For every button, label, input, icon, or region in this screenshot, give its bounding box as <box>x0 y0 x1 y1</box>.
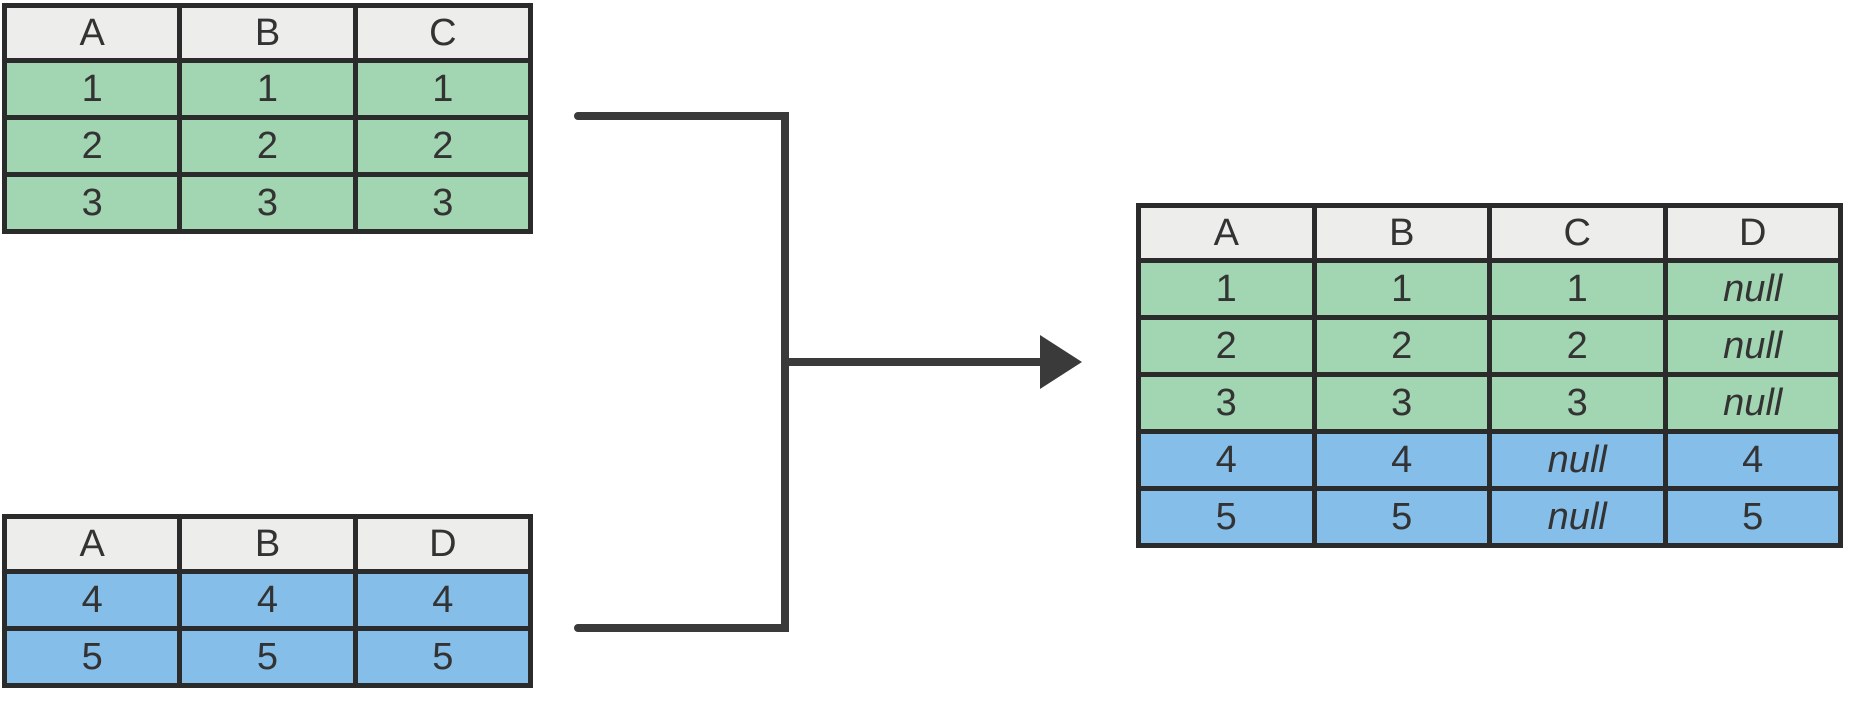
cell: 4 <box>1662 429 1843 491</box>
cell: 1 <box>1136 258 1317 320</box>
column-header: C <box>352 3 534 63</box>
column-header: A <box>1136 203 1317 263</box>
column-header: B <box>177 514 358 574</box>
cell: 1 <box>1 58 183 120</box>
cell: 4 <box>177 569 358 631</box>
cell: 3 <box>1136 372 1317 434</box>
cell: 2 <box>1487 315 1668 377</box>
cell: 5 <box>1662 486 1843 548</box>
cell: 2 <box>1311 315 1492 377</box>
cell: 4 <box>1 569 183 631</box>
cell: 3 <box>1487 372 1668 434</box>
cell: 3 <box>1311 372 1492 434</box>
cell: 4 <box>352 569 534 631</box>
cell: 1 <box>1487 258 1668 320</box>
null-cell: null <box>1662 315 1843 377</box>
column-header: D <box>352 514 534 574</box>
null-cell: null <box>1662 372 1843 434</box>
cell: 2 <box>1 115 183 177</box>
cell: 3 <box>352 172 534 234</box>
null-cell: null <box>1662 258 1843 320</box>
cell: 1 <box>177 58 358 120</box>
cell: 5 <box>1 626 183 688</box>
cell: 2 <box>177 115 358 177</box>
cell: 4 <box>1311 429 1492 491</box>
cell: 5 <box>352 626 534 688</box>
column-header: D <box>1662 203 1843 263</box>
column-header: C <box>1487 203 1668 263</box>
cell: 1 <box>1311 258 1492 320</box>
null-cell: null <box>1487 429 1668 491</box>
bracket-line <box>574 112 789 632</box>
cell: 3 <box>1 172 183 234</box>
cell: 3 <box>177 172 358 234</box>
cell: 5 <box>177 626 358 688</box>
arrowhead <box>1040 335 1082 389</box>
cell: 2 <box>1136 315 1317 377</box>
cell: 4 <box>1136 429 1317 491</box>
cell: 2 <box>352 115 534 177</box>
null-cell: null <box>1487 486 1668 548</box>
column-header: B <box>177 3 358 63</box>
column-header: A <box>1 3 183 63</box>
column-header: A <box>1 514 183 574</box>
cell: 1 <box>352 58 534 120</box>
cell: 5 <box>1311 486 1492 548</box>
column-header: B <box>1311 203 1492 263</box>
cell: 5 <box>1136 486 1317 548</box>
